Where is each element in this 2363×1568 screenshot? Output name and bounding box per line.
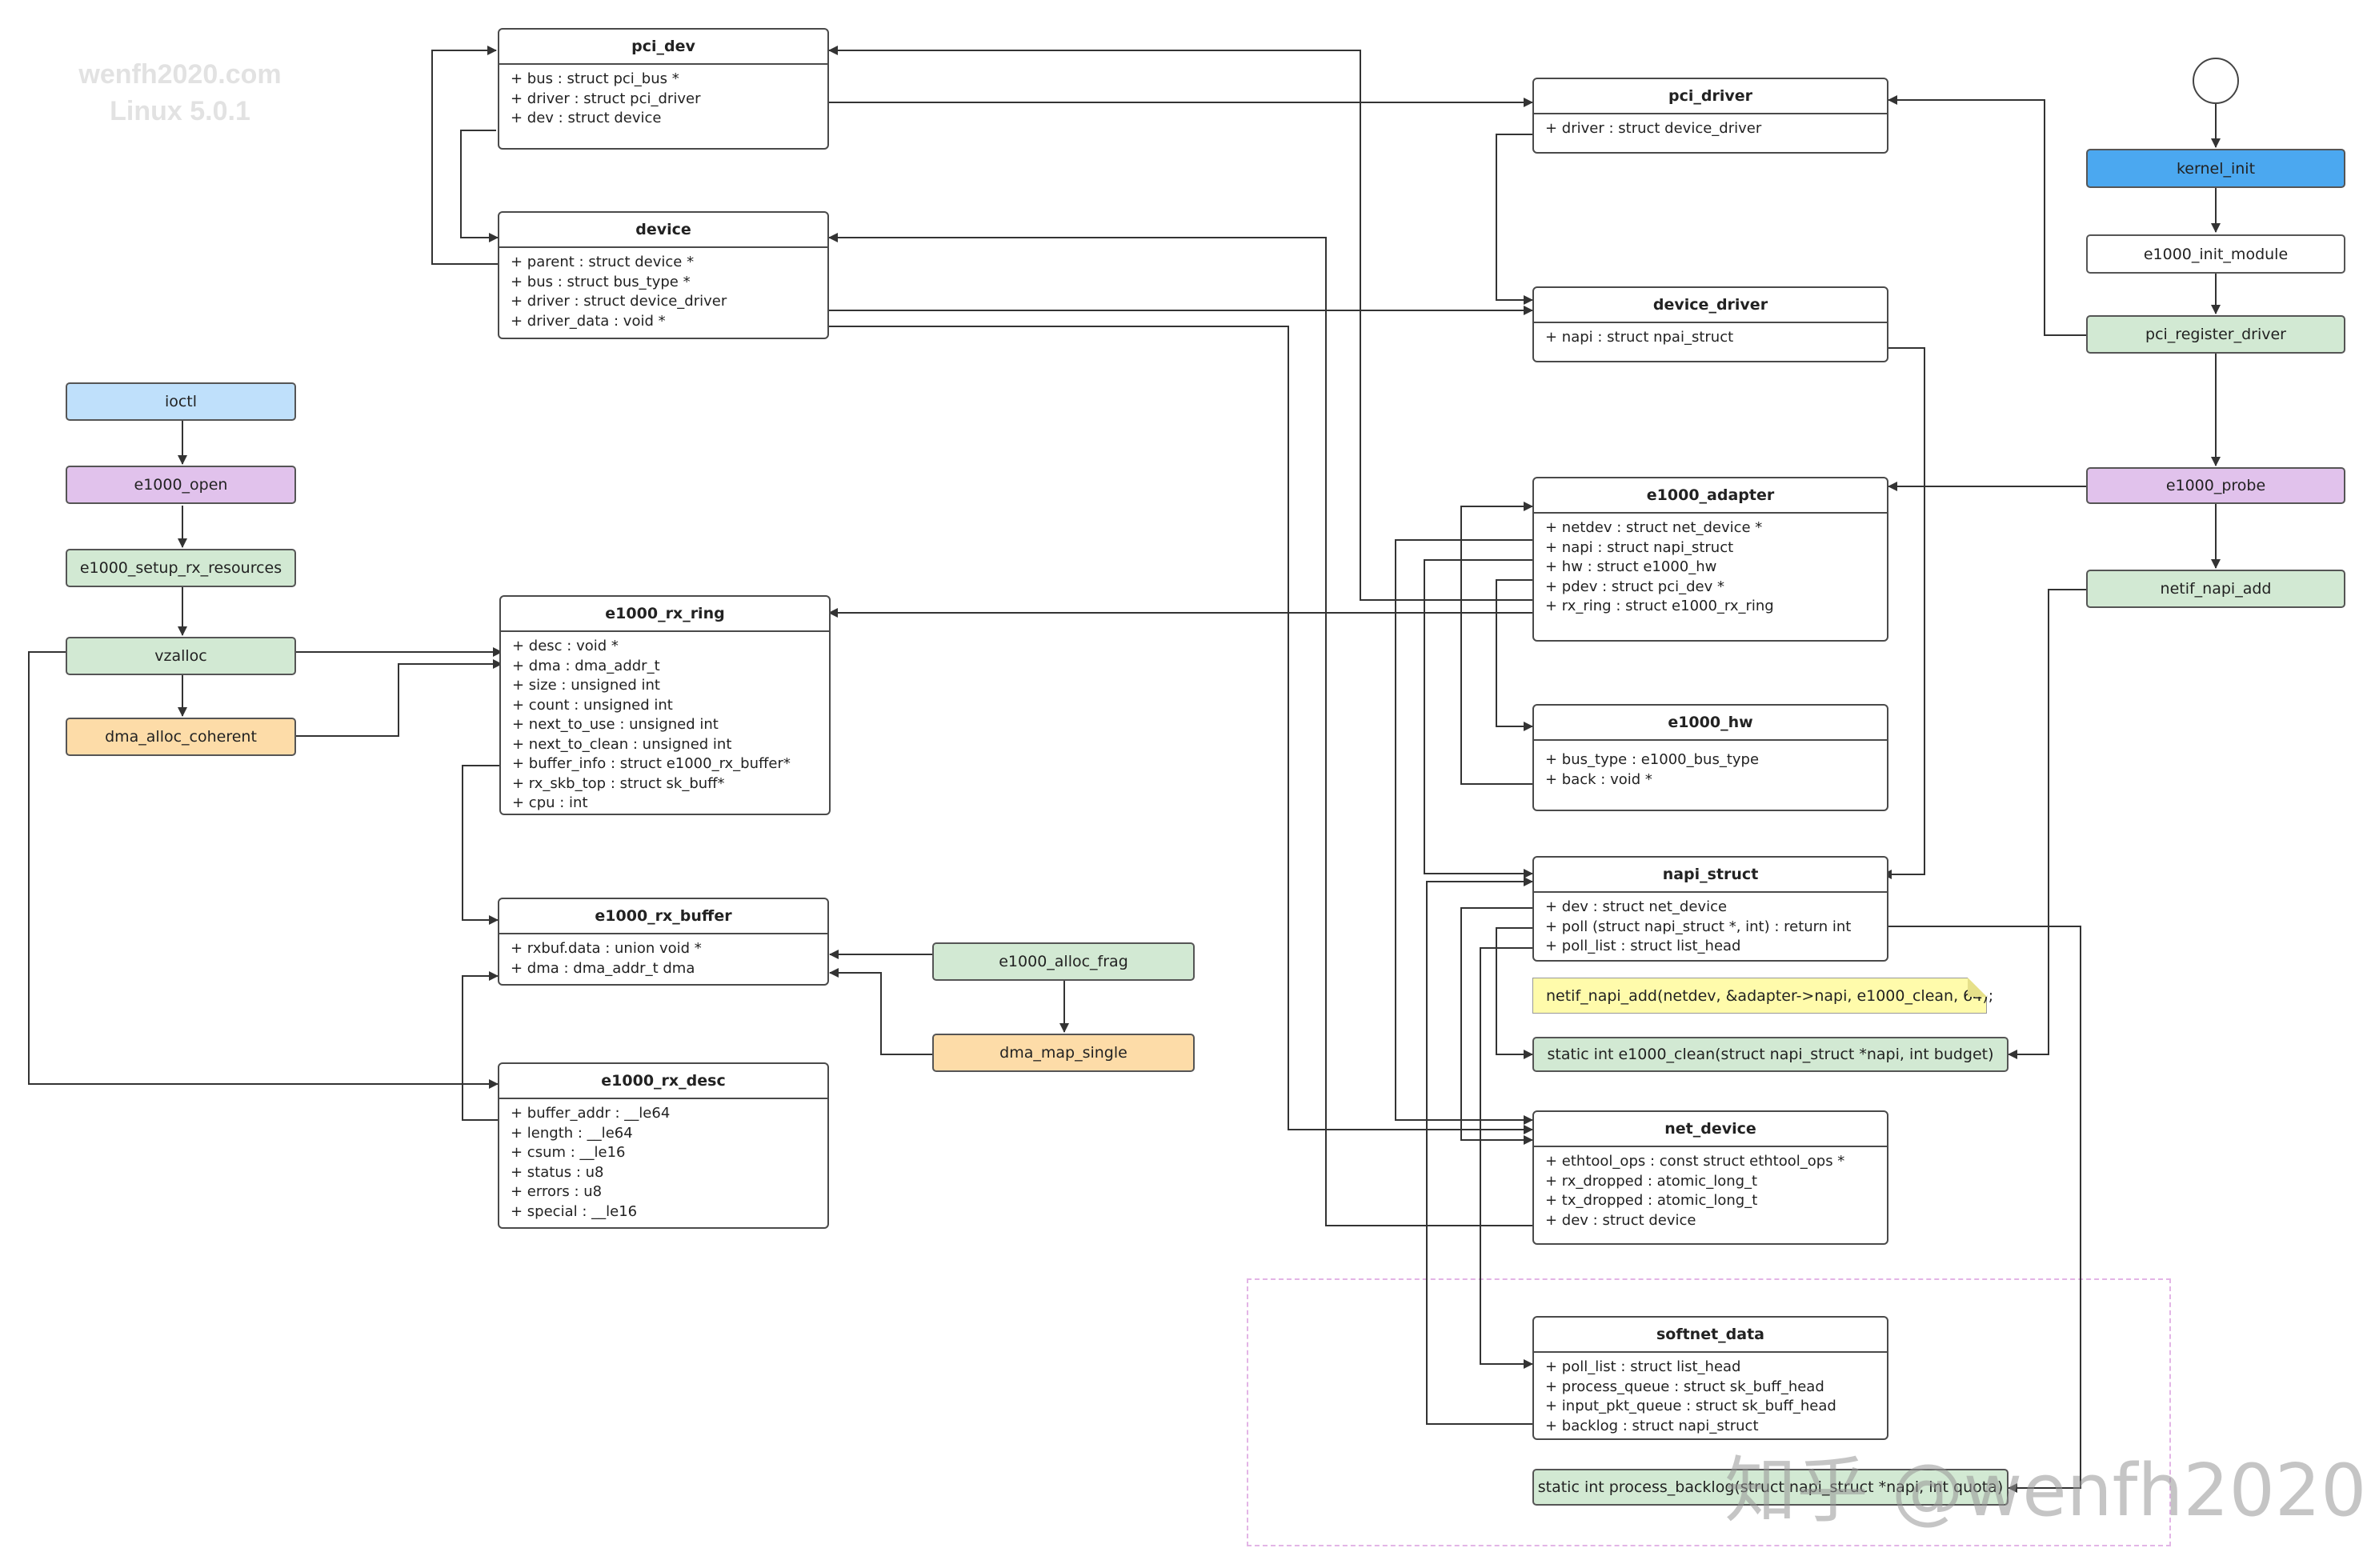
struct-title: device (499, 213, 827, 248)
struct-field: + dev : struct device (1545, 1211, 1696, 1229)
struct-title: pci_dev (499, 30, 827, 65)
start-node (2193, 58, 2239, 104)
struct-field: + dma : dma_addr_t dma (511, 959, 695, 977)
struct-field: + dev : struct net_device (1545, 898, 1728, 915)
kernel-init-node: kernel_init (2086, 149, 2345, 188)
e1000-open-node: e1000_open (66, 466, 296, 504)
struct-field: + poll_list : struct list_head (1545, 1358, 1741, 1375)
struct-field: + bus : struct pci_bus * (511, 70, 679, 87)
softnet-group-frame (1247, 1278, 2171, 1546)
struct-field: + rx_skb_top : struct sk_buff* (512, 774, 725, 792)
struct-field: + napi : struct npai_struct (1545, 329, 1734, 346)
site-watermark: wenfh2020.com Linux 5.0.1 (48, 56, 312, 130)
e1000-init-module-node: e1000_init_module (2086, 234, 2345, 274)
struct-field: + pdev : struct pci_dev * (1545, 578, 1725, 595)
struct-field: + length : __le64 (511, 1124, 633, 1142)
e1000-rx-desc-struct: e1000_rx_desc + buffer_addr : __le64 + l… (498, 1062, 829, 1229)
zhihu-watermark: 知乎 @wenfh2020 (1724, 1449, 2363, 1533)
napi-struct-struct: napi_struct + dev : struct net_device + … (1532, 856, 1888, 962)
struct-title: net_device (1534, 1112, 1887, 1147)
struct-field: + input_pkt_queue : struct sk_buff_head (1545, 1398, 1836, 1414)
e1000-hw-struct: e1000_hw + bus_type : e1000_bus_type + b… (1532, 704, 1888, 811)
struct-field: + rx_ring : struct e1000_rx_ring (1545, 598, 1774, 614)
struct-field: + status : u8 (511, 1163, 604, 1181)
struct-field: + napi : struct napi_struct (1545, 538, 1734, 556)
netif-napi-add-note: netif_napi_add(netdev, &adapter->napi, e… (1532, 978, 1993, 1014)
softnet-data-struct: softnet_data + poll_list : struct list_h… (1532, 1316, 1888, 1440)
struct-field: + next_to_use : unsigned int (512, 716, 719, 733)
struct-field: + bus : struct bus_type * (511, 273, 691, 290)
struct-field: + driver : struct pci_driver (511, 90, 701, 107)
struct-field: + special : __le16 (511, 1202, 638, 1220)
struct-field: + netdev : struct net_device * (1545, 519, 1763, 536)
e1000-clean-node: static int e1000_clean(struct napi_struc… (1532, 1037, 2009, 1072)
struct-field: + back : void * (1545, 770, 1652, 788)
struct-field: + errors : u8 (511, 1183, 603, 1200)
struct-field: + process_queue : struct sk_buff_head (1545, 1378, 1824, 1395)
device-struct: device + parent : struct device * + bus … (498, 211, 829, 339)
struct-title: e1000_rx_ring (501, 597, 829, 632)
struct-title: device_driver (1534, 288, 1887, 323)
pci-dev-struct: pci_dev + bus : struct pci_bus * + drive… (498, 28, 829, 150)
e1000-probe-node: e1000_probe (2086, 467, 2345, 504)
struct-field: + rx_dropped : atomic_long_t (1545, 1172, 1758, 1190)
struct-title: e1000_rx_buffer (499, 899, 827, 934)
netif-napi-add-node: netif_napi_add (2086, 570, 2345, 608)
struct-field: + buffer_addr : __le64 (511, 1105, 671, 1122)
struct-field: + bus_type : e1000_bus_type (1545, 751, 1760, 768)
process-backlog-node: static int process_backlog(struct napi_s… (1532, 1469, 2009, 1506)
struct-field: + backlog : struct napi_struct (1545, 1417, 1759, 1434)
struct-title: pci_driver (1534, 79, 1887, 114)
struct-title: e1000_rx_desc (499, 1064, 827, 1099)
struct-title: softnet_data (1534, 1318, 1887, 1353)
device-driver-struct: device_driver + napi : struct npai_struc… (1532, 286, 1888, 362)
struct-field: + dev : struct device (511, 110, 662, 126)
e1000-adapter-struct: e1000_adapter + netdev : struct net_devi… (1532, 477, 1888, 642)
note-text: netif_napi_add(netdev, &adapter->napi, e… (1546, 986, 1994, 1005)
vzalloc-node: vzalloc (66, 637, 296, 675)
e1000-setup-rx-resources-node: e1000_setup_rx_resources (66, 549, 296, 587)
struct-field: + hw : struct e1000_hw (1545, 558, 1717, 575)
struct-field: + buffer_info : struct e1000_rx_buffer* (512, 755, 791, 772)
struct-field: + tx_dropped : atomic_long_t (1545, 1192, 1758, 1209)
struct-field: + parent : struct device * (511, 254, 695, 270)
struct-field: + driver_data : void * (511, 312, 666, 330)
dma-map-single-node: dma_map_single (932, 1034, 1195, 1072)
pci-register-driver-node: pci_register_driver (2086, 315, 2345, 354)
struct-title: napi_struct (1534, 858, 1887, 893)
struct-title: e1000_hw (1534, 706, 1887, 741)
e1000-rx-ring-struct: e1000_rx_ring + desc : void * + dma : dm… (499, 595, 831, 815)
ioctl-node: ioctl (66, 382, 296, 421)
struct-field: + csum : __le16 (511, 1144, 626, 1161)
struct-field: + size : unsigned int (512, 677, 660, 694)
struct-field: + desc : void * (512, 638, 619, 654)
struct-field: + poll_list : struct list_head (1545, 938, 1741, 954)
watermark-site: wenfh2020.com (78, 59, 282, 90)
struct-title: e1000_adapter (1534, 478, 1887, 514)
struct-field: + next_to_clean : unsigned int (512, 735, 732, 753)
struct-field: + driver : struct device_driver (511, 293, 727, 310)
pci-driver-struct: pci_driver + driver : struct device_driv… (1532, 78, 1888, 154)
e1000-alloc-frag-node: e1000_alloc_frag (932, 942, 1195, 981)
struct-field: + driver : struct device_driver (1545, 120, 1762, 137)
dma-alloc-coherent-node: dma_alloc_coherent (66, 718, 296, 756)
struct-field: + poll (struct napi_struct *, int) : ret… (1545, 918, 1852, 935)
struct-field: + rxbuf.data : union void * (511, 940, 702, 957)
net-device-struct: net_device + ethtool_ops : const struct … (1532, 1110, 1888, 1245)
struct-field: + cpu : int (512, 794, 588, 811)
struct-field: + count : unsigned int (512, 696, 673, 714)
watermark-version: Linux 5.0.1 (110, 96, 250, 126)
e1000-rx-buffer-struct: e1000_rx_buffer + rxbuf.data : union voi… (498, 898, 829, 986)
struct-field: + ethtool_ops : const struct ethtool_ops… (1545, 1153, 1845, 1170)
struct-field: + dma : dma_addr_t (512, 657, 660, 674)
